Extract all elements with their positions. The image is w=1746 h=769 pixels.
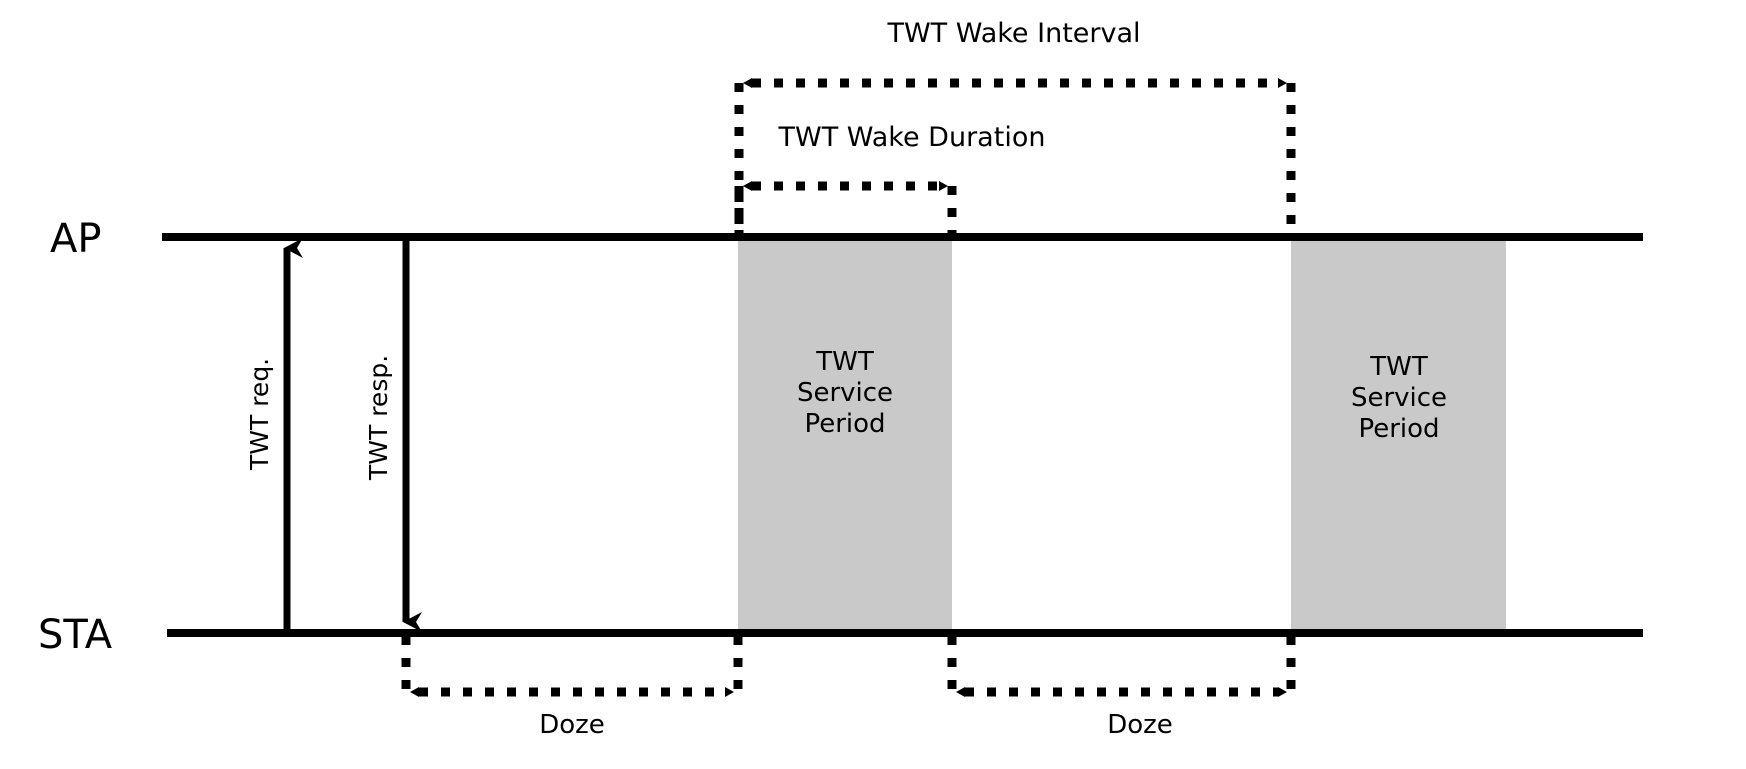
doze-2-annotation: Doze [947, 636, 1296, 740]
service-period-band-1 [738, 240, 952, 633]
twt-resp-message: TWT resp. [364, 237, 422, 632]
twt-resp-label: TWT resp. [364, 355, 393, 481]
sta-timeline-label: STA [38, 612, 113, 658]
twt-wake-interval-label: TWT Wake Interval [886, 18, 1140, 49]
service-period-2-line-3: Period [1358, 414, 1439, 444]
doze-1-label: Doze [539, 710, 605, 740]
twt-req-message: TWT req. [245, 238, 303, 633]
service-period-1-label: TWT Service Period [797, 347, 893, 439]
doze-1-annotation: Doze [401, 636, 743, 740]
doze-2-label: Doze [1107, 710, 1173, 740]
service-period-1-line-2: Service [797, 378, 893, 408]
ap-timeline-label: AP [50, 216, 101, 262]
twt-req-label: TWT req. [245, 358, 274, 471]
service-period-bands [738, 240, 1506, 633]
service-period-1-line-1: TWT [815, 347, 874, 377]
service-period-1-line-3: Period [804, 409, 885, 439]
service-period-2-line-1: TWT [1369, 352, 1428, 382]
service-period-2-line-2: Service [1351, 383, 1447, 413]
twt-wake-duration-annotation: TWT Wake Duration [734, 122, 1046, 240]
service-period-band-2 [1291, 240, 1506, 633]
service-period-2-label: TWT Service Period [1351, 352, 1447, 444]
twt-wake-duration-label: TWT Wake Duration [778, 122, 1046, 153]
twt-wake-interval-annotation: TWT Wake Interval [734, 18, 1296, 240]
